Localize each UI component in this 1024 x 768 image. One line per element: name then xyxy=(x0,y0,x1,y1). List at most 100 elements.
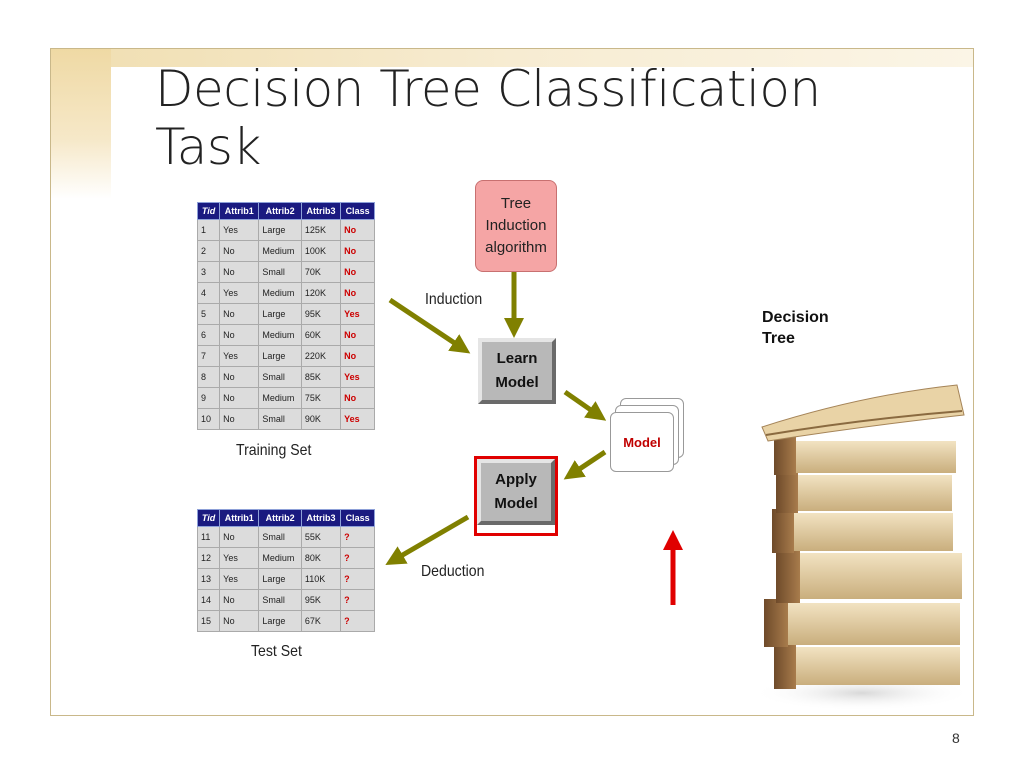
apply-model-line: Model xyxy=(494,495,538,512)
decision-tree-line: Decision xyxy=(762,309,829,326)
table-cell: Small xyxy=(258,261,302,283)
table-cell: 100K xyxy=(300,240,342,262)
table-cell: No xyxy=(340,324,375,346)
table-header-cell: Attrib3 xyxy=(300,202,342,220)
table-cell: No xyxy=(219,526,260,548)
table-cell: Yes xyxy=(340,366,375,388)
table-cell: No xyxy=(219,324,260,346)
table-cell: 8 xyxy=(196,366,221,388)
table-cell: 6 xyxy=(196,324,221,346)
table-cell: Yes xyxy=(219,547,260,569)
table-cell: No xyxy=(340,282,375,304)
table-cell: 90K xyxy=(300,408,342,430)
induction-label: Induction xyxy=(425,291,483,308)
model-card: Model xyxy=(610,412,674,472)
table-cell: No xyxy=(219,303,260,325)
test-set-caption: Test Set xyxy=(251,643,302,660)
table-cell: 5 xyxy=(196,303,221,325)
table-cell: Medium xyxy=(258,547,302,569)
table-cell: Yes xyxy=(219,345,260,367)
table-cell: 2 xyxy=(196,240,221,262)
table-cell: No xyxy=(340,261,375,283)
table-cell: 220K xyxy=(300,345,342,367)
table-header-cell: Class xyxy=(340,509,375,527)
table-cell: 80K xyxy=(300,547,342,569)
table-cell: Yes xyxy=(340,408,375,430)
table-cell: Medium xyxy=(258,240,302,262)
table-cell: Large xyxy=(258,610,302,632)
table-cell: Yes xyxy=(219,568,260,590)
model-label: Model xyxy=(623,434,661,450)
table-header-cell: Attrib2 xyxy=(258,509,302,527)
table-cell: Large xyxy=(258,303,302,325)
apply-model-highlight xyxy=(474,456,558,536)
apply-model-box: Apply Model xyxy=(477,459,555,525)
table-cell: 95K xyxy=(300,303,342,325)
table-header-cell: Tid xyxy=(196,509,221,527)
table-cell: Medium xyxy=(258,324,302,346)
table-cell: Small xyxy=(258,526,302,548)
tree-induction-line: Induction xyxy=(485,217,547,234)
table-header-cell: Attrib2 xyxy=(258,202,302,220)
book-stack-image xyxy=(752,384,972,711)
table-cell: Yes xyxy=(219,282,260,304)
table-cell: 7 xyxy=(196,345,221,367)
table-cell: 55K xyxy=(300,526,342,548)
table-cell: No xyxy=(219,240,260,262)
table-cell: 70K xyxy=(300,261,342,283)
table-cell: 1 xyxy=(196,219,221,241)
table-cell: Yes xyxy=(340,303,375,325)
table-cell: No xyxy=(340,240,375,262)
left-accent-band xyxy=(51,49,111,199)
table-header-cell: Class xyxy=(340,202,375,220)
table-cell: No xyxy=(219,366,260,388)
table-cell: 95K xyxy=(300,589,342,611)
table-cell: 12 xyxy=(196,547,221,569)
table-cell: 60K xyxy=(300,324,342,346)
table-cell: 11 xyxy=(196,526,221,548)
table-header-cell: Attrib1 xyxy=(219,509,260,527)
table-cell: No xyxy=(219,408,260,430)
table-cell: 10 xyxy=(196,408,221,430)
tree-induction-algorithm-box: Tree Induction algorithm xyxy=(475,180,557,272)
learn-model-line: Model xyxy=(495,374,539,391)
table-cell: ? xyxy=(340,610,375,632)
table-cell: Large xyxy=(258,568,302,590)
table-cell: ? xyxy=(340,547,375,569)
table-cell: 13 xyxy=(196,568,221,590)
table-cell: 67K xyxy=(300,610,342,632)
tree-induction-line: algorithm xyxy=(485,239,547,256)
table-cell: No xyxy=(219,589,260,611)
table-cell: 125K xyxy=(300,219,342,241)
table-header-cell: Attrib3 xyxy=(300,509,342,527)
learn-model-line: Learn xyxy=(496,350,538,367)
tree-induction-line: Tree xyxy=(500,195,532,212)
decision-tree-line: Tree xyxy=(762,330,795,347)
table-cell: 85K xyxy=(300,366,342,388)
table-cell: Small xyxy=(258,589,302,611)
table-cell: ? xyxy=(340,568,375,590)
table-cell: Medium xyxy=(258,387,302,409)
table-cell: 3 xyxy=(196,261,221,283)
slide-title: Decision Tree Classification Task xyxy=(155,60,821,176)
table-cell: Large xyxy=(258,219,302,241)
table-cell: 14 xyxy=(196,589,221,611)
table-cell: Small xyxy=(258,408,302,430)
training-set-caption: Training Set xyxy=(236,442,312,459)
table-cell: Small xyxy=(258,366,302,388)
table-cell: 9 xyxy=(196,387,221,409)
